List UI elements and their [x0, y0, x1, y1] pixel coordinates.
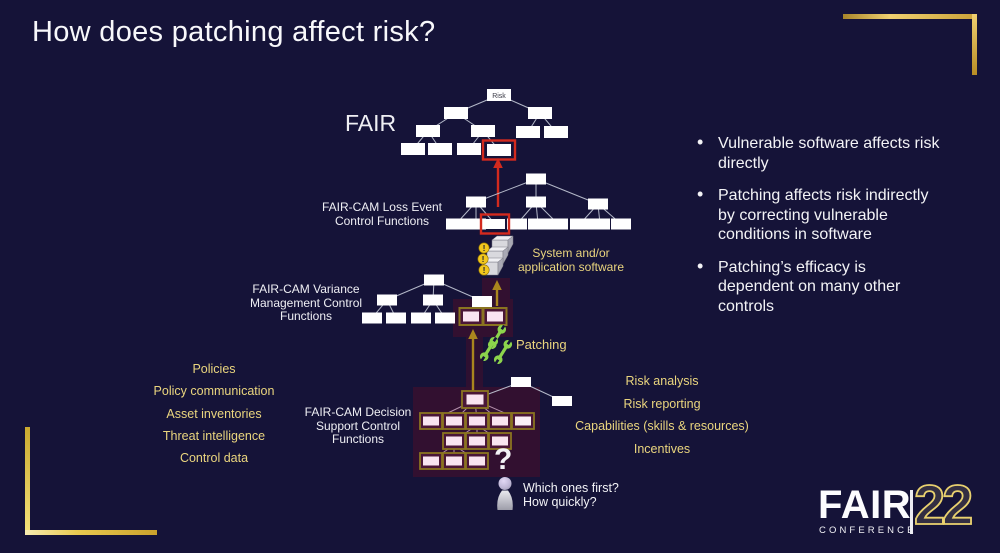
warning-icon: ! ! ! [477, 242, 490, 276]
loss-event-functions-label: FAIR-CAM Loss Event Control Functions [318, 200, 446, 228]
logo-subtitle-text: CONFERENCE [819, 525, 917, 536]
variance-management-functions-label: FAIR-CAM Variance Management Control Fun… [247, 282, 365, 324]
patching-label: Patching [516, 337, 567, 352]
label-line: System and/or [532, 246, 610, 260]
person-question-text: Which ones first? How quickly? [523, 481, 619, 509]
fair-model-label: FAIR [345, 110, 397, 136]
risk-root-node-label: Risk [492, 93, 506, 100]
tree-nodes [401, 89, 568, 156]
patching-to-variance-arrow [468, 329, 478, 391]
label-line: Management Control [249, 295, 363, 310]
server-stack-icon: ! ! ! [477, 235, 514, 276]
decision-inputs-left-list: Policies Policy communication Asset inve… [122, 358, 306, 469]
logo-divider [910, 490, 913, 534]
bullet-item: Patching’s efficacy is dependent on many… [696, 257, 944, 317]
patching-controlled-nodes [458, 307, 508, 326]
vulnerable-condition-highlight [481, 139, 517, 161]
list-item: Control data [179, 451, 249, 466]
page-title: How does patching affect risk? [32, 16, 436, 48]
logo-brand-text: FAIR [818, 483, 912, 527]
label-line: application software [517, 259, 625, 274]
question-mark: ? [494, 443, 513, 476]
gold-corner-bottom-left-vertical [25, 427, 30, 535]
label-line: Support Control [315, 418, 401, 433]
list-item: Policy communication [153, 384, 275, 399]
gold-corner-top-right-vertical [972, 14, 977, 75]
key-points-list: Vulnerable software affects risk directl… [696, 133, 944, 329]
gold-corner-bottom-left-horizontal [25, 530, 157, 535]
list-item: Incentives [633, 441, 691, 456]
label-line: Functions [279, 309, 333, 323]
loss-event-function-highlight [479, 213, 511, 235]
label-line: FAIR-CAM Loss Event [321, 200, 443, 214]
bullet-item: Vulnerable software affects risk directl… [696, 133, 944, 173]
label-line: FAIR-CAM Variance [252, 282, 360, 296]
label-line: Functions [331, 432, 385, 446]
system-software-label: System and/or application software [505, 246, 637, 274]
decision-support-tree [419, 390, 535, 470]
svg-text:!: ! [482, 254, 485, 264]
label-line: Control Functions [334, 213, 430, 228]
label-line: FAIR-CAM Decision [304, 405, 412, 419]
loss-event-control-tree [446, 173, 631, 235]
label-line: Which ones first? [523, 481, 619, 495]
list-item: Policies [192, 362, 236, 376]
variance-to-software-arrow [492, 280, 502, 306]
person-icon [497, 477, 513, 510]
decision-inputs-right-list: Risk analysis Risk reporting Capabilitie… [556, 370, 768, 460]
logo-year-text: 22 [913, 473, 974, 536]
list-item: Asset inventories [166, 406, 262, 421]
gold-corner-top-right-horizontal [843, 14, 977, 19]
list-item: Threat intelligence [162, 428, 266, 443]
list-item: Risk analysis [625, 374, 699, 388]
variance-management-tree [362, 274, 508, 326]
list-item: Capabilities (skills & resources) [575, 419, 749, 434]
list-item: Risk reporting [623, 396, 701, 411]
decision-support-functions-label: FAIR-CAM Decision Support Control Functi… [299, 405, 417, 447]
decision-nodes [419, 390, 535, 470]
label-line: How quickly? [523, 495, 597, 509]
bullet-item: Patching affects risk indirectly by corr… [696, 185, 944, 245]
fair-risk-tree: Risk [401, 89, 568, 161]
svg-text:!: ! [483, 265, 486, 275]
risk-impact-arrow [493, 158, 503, 207]
svg-text:!: ! [483, 243, 486, 253]
fair-conference-logo: FAIR CONFERENCE 22 [818, 476, 983, 541]
